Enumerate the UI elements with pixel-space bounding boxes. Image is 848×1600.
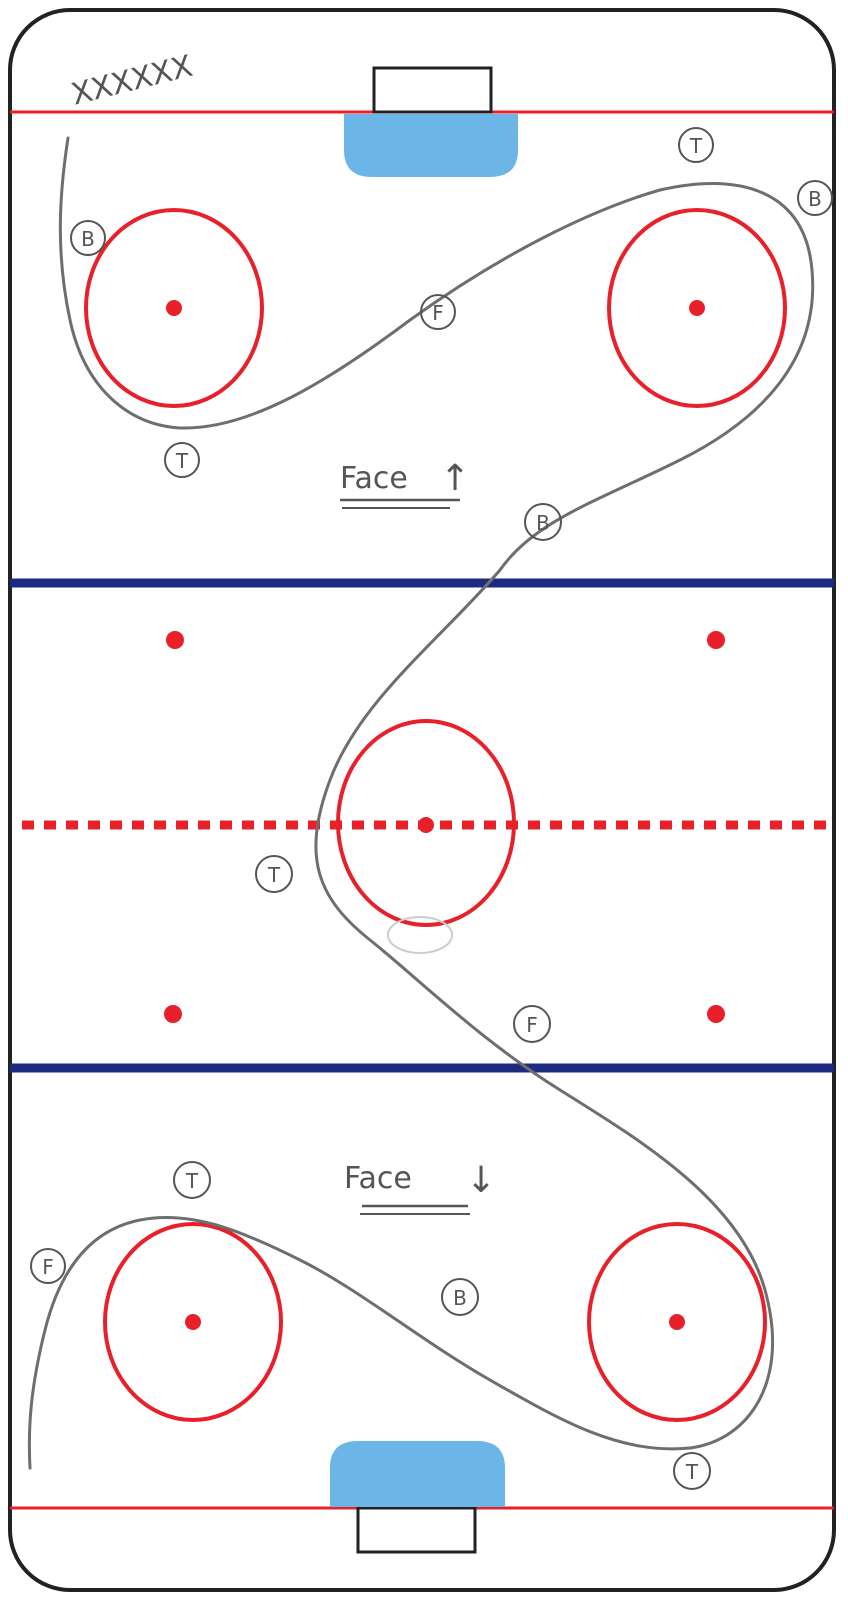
marker-f-upper-mid: F <box>420 294 456 330</box>
face-down-label: Face <box>344 1161 412 1196</box>
erased-mark <box>387 916 453 954</box>
top-goal-crease <box>344 114 518 177</box>
svg-text:T: T <box>685 1460 699 1484</box>
svg-text:T: T <box>689 134 703 158</box>
neutral-dot-lower-right <box>707 1005 725 1023</box>
marker-t-center-left: T <box>255 855 293 893</box>
marker-b-lower-mid: B <box>441 1278 479 1316</box>
svg-text:B: B <box>536 511 550 535</box>
neutral-dot-upper-left <box>166 631 184 649</box>
marker-t-top-right: T <box>678 127 714 163</box>
neutral-dot-lower-left <box>164 1005 182 1023</box>
faceoff-circle-center <box>336 719 516 927</box>
svg-text:T: T <box>185 1169 199 1193</box>
marker-b-top-left: B <box>70 220 106 256</box>
faceoff-circle-bottom-left <box>103 1222 283 1422</box>
neutral-dot-upper-right <box>707 631 725 649</box>
face-down-arrow: ↓ <box>466 1160 496 1201</box>
svg-text:F: F <box>432 301 444 325</box>
top-goal-net <box>372 66 493 114</box>
marker-b-top-right: B <box>797 180 833 216</box>
skating-path <box>27 136 815 1470</box>
svg-text:F: F <box>42 1255 54 1279</box>
face-up-arrow: ↑ <box>440 458 470 499</box>
faceoff-circle-top-left <box>84 208 264 408</box>
faceoff-dot-bottom-right <box>669 1314 685 1330</box>
faceoff-dot-top-right <box>689 300 705 316</box>
marker-t-bottom-right: T <box>673 1452 711 1490</box>
face-up-label: Face <box>340 461 408 496</box>
faceoff-dot-top-left <box>166 300 182 316</box>
svg-text:T: T <box>175 449 189 473</box>
faceoff-circle-bottom-right <box>587 1222 767 1422</box>
faceoff-dot-center <box>418 817 434 833</box>
rink-boards <box>8 8 836 1592</box>
bottom-goal-crease <box>330 1441 505 1507</box>
bottom-goal-net <box>356 1506 477 1554</box>
svg-text:B: B <box>808 187 822 211</box>
svg-text:F: F <box>526 1013 538 1037</box>
marker-t-upper-left: T <box>164 442 200 478</box>
faceoff-dot-bottom-left <box>185 1314 201 1330</box>
marker-b-mid-right: B <box>524 503 562 541</box>
svg-text:B: B <box>81 227 95 251</box>
svg-text:T: T <box>267 863 281 887</box>
svg-text:B: B <box>453 1286 467 1310</box>
faceoff-circle-top-right <box>607 208 787 408</box>
marker-f-lower-left: F <box>30 1248 66 1284</box>
marker-t-lower-left: T <box>173 1161 211 1199</box>
marker-f-lower-mid: F <box>513 1005 551 1043</box>
